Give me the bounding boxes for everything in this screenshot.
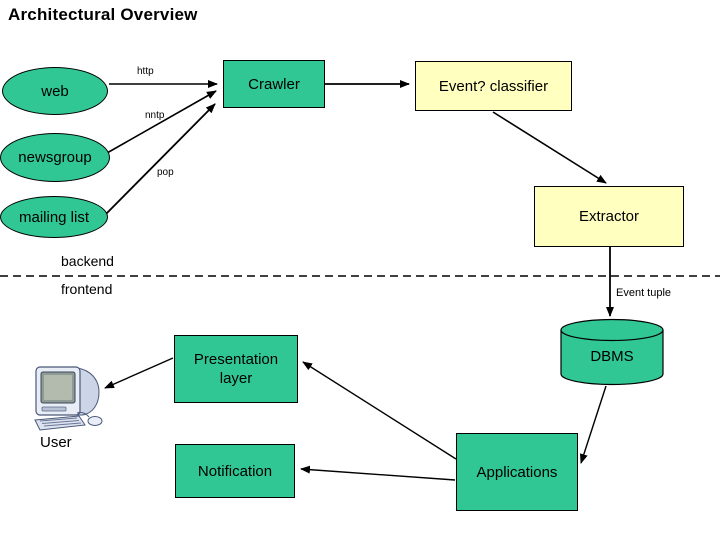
node-dbms: DBMS: [560, 318, 664, 386]
region-label-frontend: frontend: [61, 281, 113, 297]
node-mailing-list-label: mailing list: [18, 208, 90, 226]
edge-classifier-extractor: [492, 111, 607, 184]
node-presentation-layer-label: Presentation layer: [193, 350, 279, 388]
node-notification-label: Notification: [197, 462, 273, 480]
node-dbms-label: DBMS: [590, 347, 634, 365]
node-notification: Notification: [175, 444, 295, 498]
edge-label-pop: pop: [157, 167, 174, 178]
edge-applications-presentation: [302, 361, 457, 460]
node-applications-label: Applications: [476, 463, 558, 481]
node-crawler-label: Crawler: [248, 75, 300, 93]
node-extractor-label: Extractor: [578, 208, 639, 225]
node-event-classifier-label: Event? classifier: [438, 77, 549, 95]
page-title: Architectural Overview: [8, 5, 198, 24]
node-crawler: Crawler: [223, 60, 325, 108]
node-web: web: [2, 67, 108, 115]
node-event-classifier: Event? classifier: [415, 61, 572, 111]
node-newsgroup: newsgroup: [0, 133, 110, 182]
edge-applications-notification: [300, 465, 456, 481]
node-presentation-layer: Presentation layer: [174, 335, 298, 403]
region-label-backend: backend: [61, 253, 114, 269]
node-newsgroup-label: newsgroup: [18, 149, 92, 166]
node-mailing-list: mailing list: [0, 196, 108, 238]
edge-newsgroup-crawler: [106, 90, 217, 154]
node-user-label: User: [40, 434, 72, 451]
node-extractor: Extractor: [534, 186, 684, 247]
node-applications: Applications: [456, 433, 578, 511]
edge-label-event-tuple: Event tuple: [616, 287, 672, 299]
edge-presentation-user: [104, 357, 174, 389]
edge-dbms-applications: [579, 385, 607, 464]
desktop-computer-icon: [34, 366, 103, 431]
node-web-label: web: [41, 82, 69, 100]
edge-mailinglist-crawler: [105, 103, 216, 215]
database-cylinder-shape: [560, 318, 664, 386]
edge-label-http: http: [137, 66, 154, 77]
edge-label-nntp: nntp: [145, 110, 165, 121]
